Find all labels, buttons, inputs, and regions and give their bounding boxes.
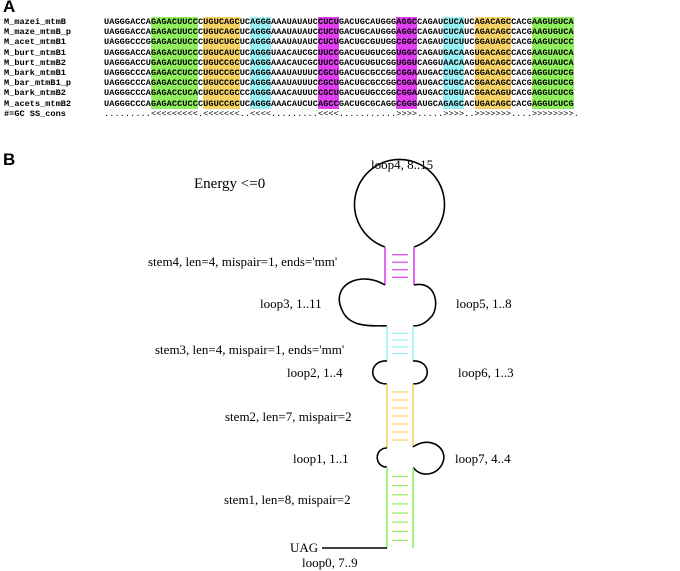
panel-a-label: A <box>3 0 16 16</box>
loop0-label: loop0, 7..9 <box>302 555 358 570</box>
sequence-string: UAGGGACCAGAGACUUCCCUGUCAUCUCAGGGUAACAUCG… <box>104 47 574 58</box>
loop4-label: loop4, 8..15 <box>371 157 434 172</box>
sequence-string: UAGGGACCAGAGACUUCCCUGUCAGCUCAGGGAAAUAUAU… <box>104 17 574 28</box>
sequence-string: UAGGGCCCAGAGACCUCCCUGUCCGCUCAGGGAAACAUCU… <box>104 98 574 109</box>
sequence-string: UAGGGACCAGAGACUUCCCUGUCAGCUCAGGGAAAUAUAU… <box>104 27 574 38</box>
sequence-name: M_burt_mtmB1 <box>4 47 66 58</box>
alignment-row: M_maze_mtmB_p UAGGGACCAGAGACUUCCCUGUCAGCU… <box>4 27 579 38</box>
sequence-name: M_mazei_mtmB <box>4 17 66 27</box>
ss-cons-row: #=GC SS_cons .........<<<<<<<<<.<<<<<<<..… <box>4 109 579 119</box>
sequence-name: M_acet_mtmB1 <box>4 37 66 48</box>
sequence-name: #=GC SS_cons <box>4 108 66 119</box>
alignment-row: M_acets_mtmB2 UAGGGCCCAGAGACCUCCCUGUCCGCU… <box>4 98 579 109</box>
loop1-arc <box>376 447 388 468</box>
alignment-row: M_mazei_mtmB UAGGGACCAGAGACUUCCCUGUCAGCUC… <box>4 17 579 28</box>
panel-b-label: B <box>3 150 16 169</box>
loop5-label: loop5, 1..8 <box>456 296 512 311</box>
sequence-string: UAGGGACCUGAGACUUCCCUGUCCGCUCAGGGAAACAUCG… <box>104 57 574 68</box>
loop5-arc <box>412 283 437 327</box>
sequence-string: UAGGGCCCAGAGACCUCCCUGUCCGCUCAGGGAAAUAUUU… <box>104 67 574 79</box>
loop2-label: loop2, 1..4 <box>287 365 343 380</box>
sequence-name: M_bark_mtmB2 <box>4 88 66 99</box>
sequence-name: M_acets_mtmB2 <box>4 98 72 109</box>
sequence-string: UAGGGCCCAGAGACCUCACUGUCCGCCCAGGGAAACAUUU… <box>104 88 574 99</box>
sequence-name: M_maze_mtmB_p <box>4 27 72 38</box>
loop7-arc <box>412 441 445 475</box>
stem4-label: stem4, len=4, mispair=1, ends='mm' <box>148 254 338 269</box>
loop2-arc <box>371 360 388 385</box>
alignment-row: M_bar_mtmB1_p UAGGGCCCAGAGACCUCCCUGUCCGCU… <box>4 78 579 89</box>
sequence-alignment: M_mazei_mtmB UAGGGACCAGAGACUUCCCUGUCAGCUC… <box>4 17 579 119</box>
stem2-label: stem2, len=7, mispair=2 <box>225 409 352 424</box>
start-label: UAG <box>290 540 319 555</box>
alignment-row: M_burt_mtmB1 UAGGGACCAGAGACUUCCCUGUCAUCUC… <box>4 47 579 58</box>
alignment-row: M_acet_mtmB1 UAGGGCCCGGAGACUUCCCUGUCUGCUC… <box>4 37 579 48</box>
stem1-label: stem1, len=8, mispair=2 <box>224 492 351 507</box>
loop6-label: loop6, 1..3 <box>458 365 514 380</box>
loop4-circle <box>353 158 446 248</box>
loop7-label: loop7, 4..4 <box>455 451 511 466</box>
sequence-string: UAGGGCCCAGAGACCUCCCUGUCCGCUCAGGGAAAUAUUU… <box>104 78 574 89</box>
stem3-label: stem3, len=4, mispair=1, ends='mm' <box>155 342 345 357</box>
alignment-row: M_burt_mtmB2 UAGGGACCUGAGACUUCCCUGUCCGCUC… <box>4 57 579 68</box>
loop1-label: loop1, 1..1 <box>293 451 349 466</box>
sequence-name: M_bar_mtmB1_p <box>4 78 72 89</box>
loop3-arc <box>338 278 388 327</box>
ss-cons-string: .........<<<<<<<<<.<<<<<<<..<<<<........… <box>104 108 579 119</box>
sequence-name: M_bark_mtmB1 <box>4 67 66 78</box>
energy-label: Energy <=0 <box>194 176 266 192</box>
sequence-name: M_burt_mtmB2 <box>4 57 66 68</box>
alignment-row: M_bark_mtmB2 UAGGGCCCAGAGACCUCACUGUCCGCCC… <box>4 88 579 99</box>
loop3-label: loop3, 1..11 <box>260 296 322 311</box>
alignment-row: M_bark_mtmB1 UAGGGCCCAGAGACCUCCCUGUCCGCUC… <box>4 67 579 79</box>
sequence-string: UAGGGCCCGGAGACUUCCCUGUCUGCUCAGGGAAAUAUAU… <box>104 37 574 48</box>
loop6-arc <box>412 360 429 385</box>
